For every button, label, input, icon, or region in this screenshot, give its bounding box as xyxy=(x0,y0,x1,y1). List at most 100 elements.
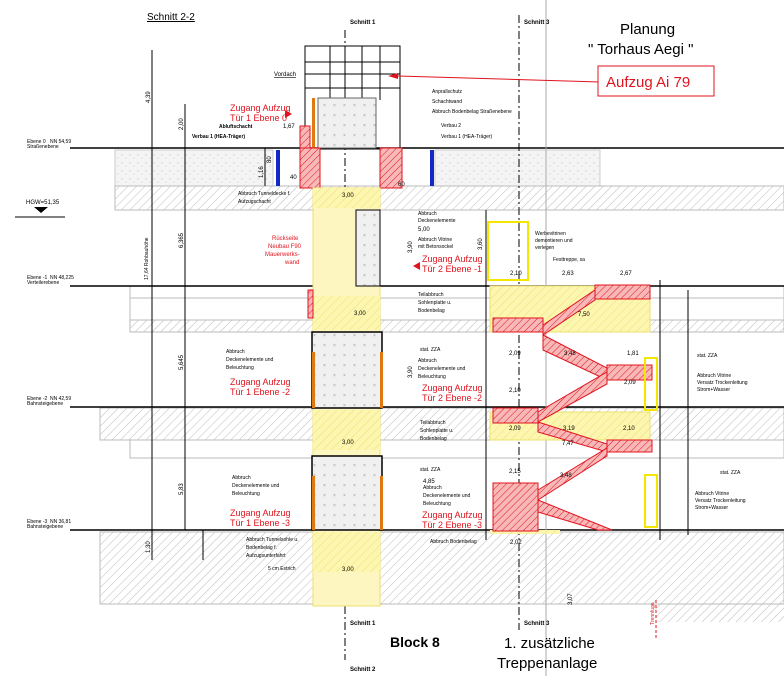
drawing-label: 7,47 xyxy=(562,441,574,447)
drawing-label: 2,09 xyxy=(509,426,521,432)
drawing-label: 3,48 xyxy=(564,351,576,357)
drawing-label: stat. ZZA xyxy=(420,347,441,353)
elevator-tower xyxy=(299,45,601,150)
drawing-label: Beleuchtung xyxy=(226,365,254,371)
drawing-label: Abbruch Bodenbelag Straßenebene xyxy=(432,109,512,115)
drawing-label: 6,365 xyxy=(179,232,185,248)
drawing-label: Straßenebene xyxy=(27,144,59,150)
drawing-label: Ebene -2 xyxy=(27,396,48,402)
drawing-label: Versatz Trockenleitung xyxy=(697,380,748,386)
drawing-label: Abbruch Tunneldecke f. xyxy=(238,191,291,197)
section-mark: Schnitt 3 xyxy=(524,20,550,26)
drawing-label: Teilabbruch xyxy=(420,420,446,426)
drawing-label: 1,67 xyxy=(283,124,295,130)
level-lines xyxy=(15,147,784,531)
drawing-label: 5 cm Estrich xyxy=(268,566,296,572)
drawing-label: 2,15 xyxy=(509,469,521,475)
drawing-label: 1,30 xyxy=(146,541,152,553)
drawing-label: Ebene 0 xyxy=(27,139,46,145)
drawing-label: 2,00 xyxy=(179,118,185,130)
drawing-label: Verbau 2 xyxy=(441,123,461,129)
groundwater-label: HGW=51,35 xyxy=(26,200,60,206)
drawing-label: Schachtwand xyxy=(432,99,462,105)
drawing-label: Zugang Aufzug xyxy=(422,254,483,264)
drawing-label: Deckenelemente xyxy=(418,218,456,224)
drawing-label: Ebene -3 xyxy=(27,519,48,525)
drawing-label: Bodenbelag xyxy=(420,436,447,442)
annotations: Vordach Abluftschacht Verbau 1 (HEA-Träg… xyxy=(144,72,748,625)
drawing-label: Aufzugsunterfahrt xyxy=(246,553,286,559)
drawing-label: 2,63 xyxy=(562,271,574,277)
drawing-label: 3,00 xyxy=(342,567,354,573)
project-title-line2: " Torhaus Aegi " xyxy=(588,41,693,58)
drawing-label: NN 54,59 xyxy=(50,139,71,145)
drawing-label: Tür 2 Ebene -3 xyxy=(422,520,482,530)
drawing-label: 5,645 xyxy=(179,354,185,370)
drawing-label: 7,50 xyxy=(578,312,590,318)
drawing-label: Tür 1 Ebene -2 xyxy=(230,387,290,397)
drawing-label: demontieren und xyxy=(535,238,573,244)
drawing-label: 3,07 xyxy=(568,593,574,605)
drawing-label: 40 xyxy=(290,175,297,181)
drawing-label: Versatz Trockenleitung xyxy=(695,498,746,504)
drawing-label: 60 xyxy=(398,182,405,188)
drawing-label: 17,64 Rohbauhöhe xyxy=(144,237,150,280)
drawing-label: Abbruch xyxy=(423,485,442,491)
drawing-label: Vordach xyxy=(274,72,296,78)
drawing-label: stat. ZZA xyxy=(720,470,741,476)
drawing-label: Abluftschacht xyxy=(219,124,253,130)
drawing-label: 2,67 xyxy=(620,271,632,277)
drawing-label: Trennfuge xyxy=(650,602,656,625)
stair-title-line1: 1. zusätzliche xyxy=(504,635,595,652)
drawing-label: Sohlenplatte u. xyxy=(418,300,451,306)
drawing-label: NN 48,225 xyxy=(50,275,74,281)
drawing-label: 2,09 xyxy=(509,351,521,357)
drawing-label: Abbruch xyxy=(232,475,251,481)
drawing-label: Zugang Aufzug xyxy=(230,508,291,518)
drawing-label: Aufzugschacht xyxy=(238,199,271,205)
vertical-dimensions xyxy=(151,50,266,560)
drawing-label: 3,48 xyxy=(560,473,572,479)
drawing-label: 3,00 xyxy=(354,311,366,317)
drawing-label: stat. ZZA xyxy=(420,467,441,473)
drawing-label: Bodenbelag xyxy=(418,308,445,314)
drawing-label: Zugang Aufzug xyxy=(230,377,291,387)
drawing-label: 3,00 xyxy=(342,440,354,446)
drawing-label: Abbruch xyxy=(226,349,245,355)
drawing-label: NN 36,81 xyxy=(50,519,71,525)
drawing-label: Deckenelemente und xyxy=(423,493,470,499)
drawing-label: Ebene -1 xyxy=(27,275,48,281)
drawing-label: 4,39 xyxy=(146,91,152,103)
drawing-label: stat. ZZA xyxy=(697,353,718,359)
drawing-label: NN 42,59 xyxy=(50,396,71,402)
drawing-label: 2,10 xyxy=(623,426,635,432)
drawing-label: 3,90 xyxy=(408,241,414,253)
drawing-label: Anprallschutz xyxy=(432,89,463,95)
drawing-label: Tür 1 Ebene -3 xyxy=(230,518,290,528)
drawing-label: Verbau 1 (HEA-Träger) xyxy=(192,134,245,140)
drawing-label: Abbruch xyxy=(418,358,437,364)
drawing-label: Bahnsteigebene xyxy=(27,401,63,407)
section-mark: Schnitt 2 xyxy=(350,667,376,673)
drawing-label: Teilabbruch xyxy=(418,292,444,298)
section-marks: Schnitt 1 Schnitt 3 Schnitt 1 Schnitt 3 … xyxy=(350,20,550,673)
drawing-label: Neubau F90 xyxy=(268,244,302,250)
drawing-label: Beleuchtung xyxy=(423,501,451,507)
drawing-label: Tür 2 Ebene -2 xyxy=(422,393,482,403)
staircase xyxy=(485,210,689,640)
elevator-label: Aufzug Ai 79 xyxy=(606,74,690,91)
drawing-label: verlegen xyxy=(535,245,554,251)
drawing-label: 2,09 xyxy=(624,380,636,386)
drawing-label: 3,00 xyxy=(342,193,354,199)
drawing-label: Werbevitrinen xyxy=(535,231,566,237)
drawing-label: 3,90 xyxy=(408,366,414,378)
section-mark: Schnitt 1 xyxy=(350,20,376,26)
drawing-label: 2,10 xyxy=(510,271,522,277)
section-mark: Schnitt 3 xyxy=(524,621,550,627)
drawing-label: Verteilerebene xyxy=(27,280,59,286)
section-mark: Schnitt 1 xyxy=(350,621,376,627)
elevator-shaft xyxy=(276,147,434,607)
dimension-labels: 4,39 2,00 6,365 5,645 5,83 1,30 1,16 80 … xyxy=(146,91,639,605)
dimension-label-1-16: 1,16 xyxy=(259,166,265,178)
